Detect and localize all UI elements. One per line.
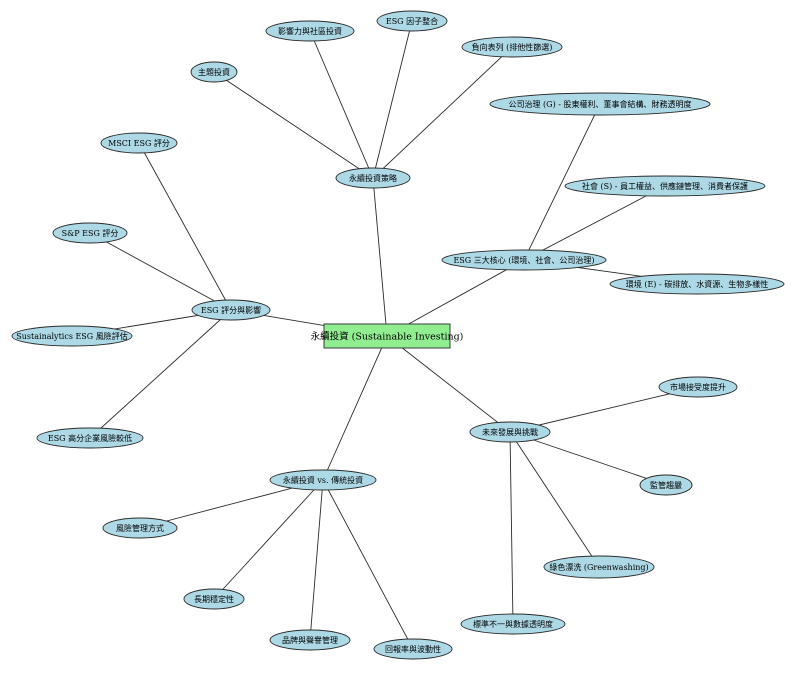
node-label: 監管趨嚴 — [650, 480, 682, 490]
node-riskmgmt: 風險管理方式 — [102, 517, 178, 539]
root-node-label: 永續投資 (Sustainable Investing) — [311, 330, 464, 342]
node-ellipse — [469, 421, 551, 443]
node-standards: 標準不一與數據透明度 — [460, 613, 566, 635]
node-impact: 影響力與社區投資 — [265, 20, 355, 42]
node-regulation: 監管趨嚴 — [639, 474, 693, 496]
node-label: 標準不一與數據透明度 — [473, 619, 553, 629]
edge-rating-lowrisk — [89, 309, 232, 439]
edge-vs-returns — [322, 479, 414, 650]
edge-root-strategy — [372, 177, 388, 337]
node-ellipse — [11, 325, 133, 347]
node-label: 永續投資 vs. 傳統投資 — [283, 475, 363, 485]
node-stability: 長期穩定性 — [183, 588, 245, 610]
node-ellipse — [190, 61, 238, 83]
node-label: ESG 評分與影響 — [201, 305, 261, 315]
edge-vs-brand — [309, 479, 324, 641]
node-strategy: 永續投資策略 — [335, 167, 411, 189]
node-returns: 回報率與波動性 — [373, 638, 453, 660]
edge-root-vs — [322, 335, 388, 481]
node-ellipse — [373, 638, 453, 660]
node-label: 影響力與社區投資 — [278, 26, 342, 36]
node-ellipse — [461, 36, 563, 58]
edge-esg_core-soc — [523, 185, 666, 261]
node-lowrisk: ESG 高分企業風險較低 — [36, 427, 144, 449]
node-ellipse — [639, 474, 693, 496]
node-label: 環境 (E) - 碳排放、水資源、生物多樣性 — [626, 279, 768, 289]
node-ellipse — [269, 469, 377, 491]
node-ellipse — [564, 175, 766, 197]
node-ellipse — [460, 613, 566, 635]
node-ellipse — [376, 10, 448, 32]
node-ellipse — [265, 20, 355, 42]
edge-rating-msci — [138, 142, 232, 311]
edge-vs-stability — [213, 479, 324, 600]
node-label: 永續投資策略 — [349, 173, 397, 183]
edge-future-standards — [509, 431, 514, 625]
node-ellipse — [102, 517, 178, 539]
node-gov: 公司治理 (G) - 股東權利、董事會結構、財務透明度 — [489, 92, 711, 116]
edge-strategy-esg_integration — [372, 20, 413, 179]
node-label: 公司治理 (G) - 股東權利、董事會結構、財務透明度 — [509, 99, 692, 109]
edge-strategy-impact — [309, 30, 374, 179]
node-label: 市場接受度提升 — [670, 382, 726, 392]
edge-strategy-thematic — [213, 71, 374, 179]
edge-root-esg_core — [386, 259, 525, 337]
edge-rating-sp — [89, 232, 232, 311]
edge-strategy-negative — [372, 46, 513, 179]
node-ellipse — [335, 167, 411, 189]
node-label: MSCI ESG 評分 — [108, 138, 170, 148]
node-label: 綠色漂洗 (Greenwashing) — [549, 562, 648, 572]
node-label: ESG 三大核心 (環境、社會、公司治理) — [453, 255, 594, 265]
node-ellipse — [36, 427, 144, 449]
node-layer: 永續投資 (Sustainable Investing) 永續投資策略 影響力與社區… — [11, 10, 785, 660]
root-node-box — [323, 323, 451, 349]
node-label: 主題投資 — [198, 67, 230, 77]
node-vs: 永續投資 vs. 傳統投資 — [269, 469, 377, 491]
node-rating: ESG 評分與影響 — [191, 299, 271, 321]
edge-future-greenwash — [509, 431, 600, 568]
node-ellipse — [543, 555, 655, 579]
edge-esg_core-gov — [523, 103, 601, 261]
node-label: 長期穩定性 — [194, 594, 234, 604]
node-msci: MSCI ESG 評分 — [100, 132, 178, 154]
edge-future-regulation — [509, 431, 667, 486]
node-brand: 品牌與聲譽管理 — [269, 629, 351, 651]
node-ellipse — [100, 132, 178, 154]
node-ellipse — [658, 376, 738, 398]
node-label: ESG 高分企業風險較低 — [48, 433, 132, 443]
node-ellipse — [441, 249, 607, 271]
node-label: 社會 (S) - 員工權益、供應鏈管理、消費者保護 — [582, 181, 748, 191]
node-negative: 負向表列 (排他性篩選) — [461, 36, 563, 58]
edge-root-future — [386, 335, 511, 433]
node-label: 負向表列 (排他性篩選) — [472, 42, 553, 52]
node-future: 未來發展與挑戰 — [469, 421, 551, 443]
edge-layer — [71, 20, 699, 650]
node-env: 環境 (E) - 碳排放、水資源、生物多樣性 — [609, 273, 785, 295]
node-sustainalytics: Sustainalytics ESG 風險評估 — [11, 325, 133, 347]
node-label: 回報率與波動性 — [385, 644, 441, 654]
node-label: 風險管理方式 — [116, 523, 164, 533]
node-ellipse — [191, 299, 271, 321]
node-thematic: 主題投資 — [190, 61, 238, 83]
node-ellipse — [489, 92, 711, 116]
node-ellipse — [183, 588, 245, 610]
edge-future-acceptance — [509, 386, 699, 433]
node-ellipse — [52, 222, 128, 244]
node-soc: 社會 (S) - 員工權益、供應鏈管理、消費者保護 — [564, 175, 766, 197]
node-esg_core: ESG 三大核心 (環境、社會、公司治理) — [441, 249, 607, 271]
node-ellipse — [269, 629, 351, 651]
root-node: 永續投資 (Sustainable Investing) — [311, 323, 464, 349]
node-label: ESG 因子整合 — [386, 16, 438, 26]
node-label: Sustainalytics ESG 風險評估 — [16, 331, 127, 341]
node-label: 品牌與聲譽管理 — [282, 635, 338, 645]
node-label: 未來發展與挑戰 — [482, 427, 538, 437]
node-label: S&P ESG 評分 — [62, 228, 119, 238]
node-greenwash: 綠色漂洗 (Greenwashing) — [543, 555, 655, 579]
node-sp: S&P ESG 評分 — [52, 222, 128, 244]
node-acceptance: 市場接受度提升 — [658, 376, 738, 398]
node-esg_integration: ESG 因子整合 — [376, 10, 448, 32]
node-ellipse — [609, 273, 785, 295]
